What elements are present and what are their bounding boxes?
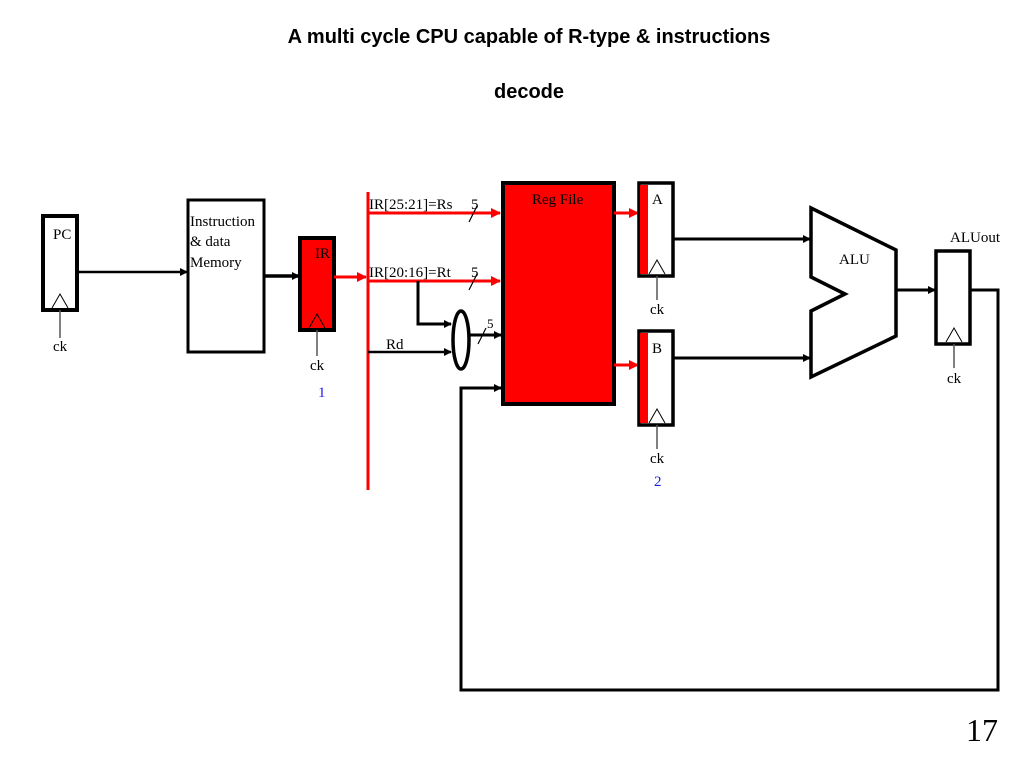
clock-triangle-icon: [945, 326, 963, 343]
memory-label-line1: Instruction: [190, 214, 255, 230]
aluout-label: ALUout: [950, 230, 1001, 246]
register-b: B ck 2: [637, 329, 675, 490]
clock-triangle-icon: [648, 407, 666, 424]
reg-a-label: A: [652, 192, 663, 208]
bus-width-slash-icon: [477, 327, 487, 345]
slide-title: A multi cycle CPU capable of R-type & in…: [287, 26, 771, 48]
pc-register: PC ck: [41, 214, 79, 355]
rd-label: Rd: [386, 337, 404, 353]
clock-triangle-icon: [51, 292, 69, 309]
ir-step-number: 1: [318, 385, 326, 401]
clock-triangle-icon: [308, 312, 326, 329]
slide-subtitle: decode: [493, 81, 565, 103]
alu-label: ALU: [839, 252, 870, 268]
regfile-label: Reg File: [532, 192, 584, 208]
aluout-clock-label: ck: [947, 371, 962, 387]
ir-label: IR: [315, 246, 330, 262]
reg-b-step-number: 2: [654, 474, 662, 490]
register-file: Reg File: [501, 181, 616, 406]
instruction-register: IR ck 1: [298, 236, 336, 401]
reg-a-clock-label: ck: [650, 302, 665, 318]
register-a: A ck: [637, 181, 675, 318]
page-number: 17: [966, 712, 998, 748]
clock-triangle-icon: [648, 258, 666, 275]
rt-width-label: 5: [471, 265, 479, 281]
instruction-data-memory: Instruction & data Memory: [186, 198, 266, 354]
bus-width-slash-icon: [468, 273, 478, 291]
rs-width-label: 5: [471, 197, 479, 213]
memory-label-line2: & data: [190, 234, 231, 250]
alu: ALU: [809, 205, 898, 380]
bus-width-slash-icon: [468, 205, 478, 223]
reg-b-clock-label: ck: [650, 451, 665, 467]
memory-label-line3: Memory: [190, 255, 242, 271]
mux-width-label: 5: [487, 316, 494, 331]
ir-clock-label: ck: [310, 358, 325, 374]
rt-to-mux-wire: [416, 281, 452, 328]
write-register-mux: [451, 309, 471, 371]
reg-b-label: B: [652, 341, 662, 357]
rs-label: IR[25:21]=Rs: [369, 197, 453, 213]
rt-label: IR[20:16]=Rt: [369, 265, 452, 281]
pc-clock-label: ck: [53, 339, 68, 355]
pc-label: PC: [53, 227, 71, 243]
aluout-writeback-wire: [459, 288, 1000, 692]
aluout-register: ALUout ck: [934, 230, 1001, 387]
